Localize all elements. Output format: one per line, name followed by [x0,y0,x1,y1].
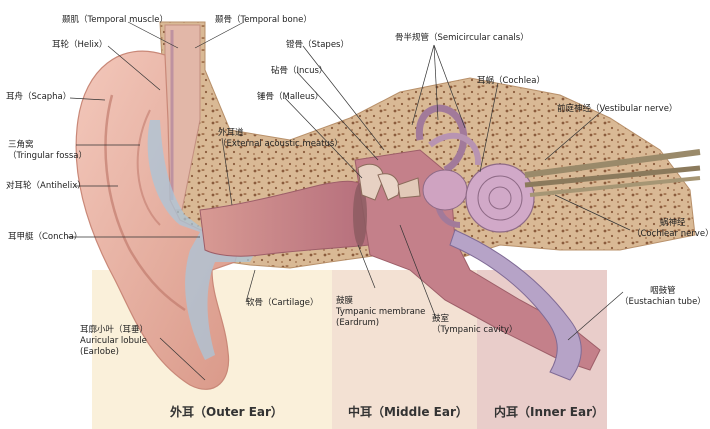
label-temporal-muscle: 颞肌（Temporal muscle） [62,15,168,25]
label-incus: 砧骨（Incus） [271,66,328,76]
lobule-en1: Auricular lobule [80,336,147,346]
label-semicircular-canals: 骨半规管（Semicircular canals） [395,33,529,43]
eustachian-en: （Eustachian tube） [620,297,706,307]
region-middle-ear: 中耳（Middle Ear） [348,405,468,419]
leader-lines [68,21,631,381]
eustachian-tube-shape [449,229,582,381]
label-triangular-fossa: 三角窝 （Tringular fossa） [8,140,87,162]
inner-ear [415,104,535,233]
label-temporal-bone: 颞骨（Temporal bone） [215,15,312,25]
ossicles [357,163,421,201]
tympanic-cavity-cn: 鼓室 [432,314,450,324]
cochlear-nerve-cn: 蜗神经 [660,218,686,228]
cochlear-nerve-en: （Cochlear nerve） [632,229,710,239]
label-cochlear-nerve: 蜗神经 （Cochlear nerve） [632,218,710,240]
tympanic-membrane-en2: (Eardrum) [336,318,380,328]
label-vestibular-nerve: 前庭神经（Vestibular nerve） [557,104,678,114]
nerves [524,149,701,197]
label-auricular-lobule: 耳廓小叶（耳垂） Auricular lobule (Earlobe) [80,325,148,358]
label-antihelix: 对耳轮（Antihelix） [6,181,86,191]
region-outer-ear: 外耳（Outer Ear） [170,405,283,419]
lobule-en2: (Earlobe) [80,347,119,357]
label-helix: 耳轮（Helix） [52,40,108,50]
label-tympanic-cavity: 鼓室 （Tympanic cavity） [432,314,518,336]
label-eustachian-tube: 咽鼓管 （Eustachian tube） [620,286,706,308]
label-external-acoustic-meatus: 外耳道 （External acoustic meatus） [218,128,343,150]
label-scapha: 耳舟（Scapha） [6,92,72,102]
fossa-en: （Tringular fossa） [8,151,87,161]
label-concha: 耳甲艇（Concha） [8,232,83,242]
fossa-cn: 三角窝 [8,140,34,150]
label-cartilage: 软骨（Cartilage） [246,298,319,308]
region-inner-ear: 内耳（Inner Ear） [494,405,604,419]
eam-en: （External acoustic meatus） [218,139,343,149]
tympanic-cavity-en: （Tympanic cavity） [432,325,518,335]
tympanic-membrane-cn: 鼓膜 [336,296,354,306]
label-tympanic-membrane: 鼓膜 Tympanic membrane (Eardrum) [336,296,425,329]
lobule-cn: 耳廓小叶（耳垂） [80,325,149,335]
cochlea-shape [465,163,535,233]
tympanic-membrane-en1: Tympanic membrane [336,307,426,317]
label-malleus: 锤骨（Malleus） [257,92,324,102]
eam-cn: 外耳道 [218,128,244,138]
tympanic-membrane-shape [353,183,367,247]
label-stapes: 镫骨（Stapes） [286,40,349,50]
eustachian-cn: 咽鼓管 [650,286,676,296]
label-cochlea: 耳蜗（Cochlea） [477,76,545,86]
